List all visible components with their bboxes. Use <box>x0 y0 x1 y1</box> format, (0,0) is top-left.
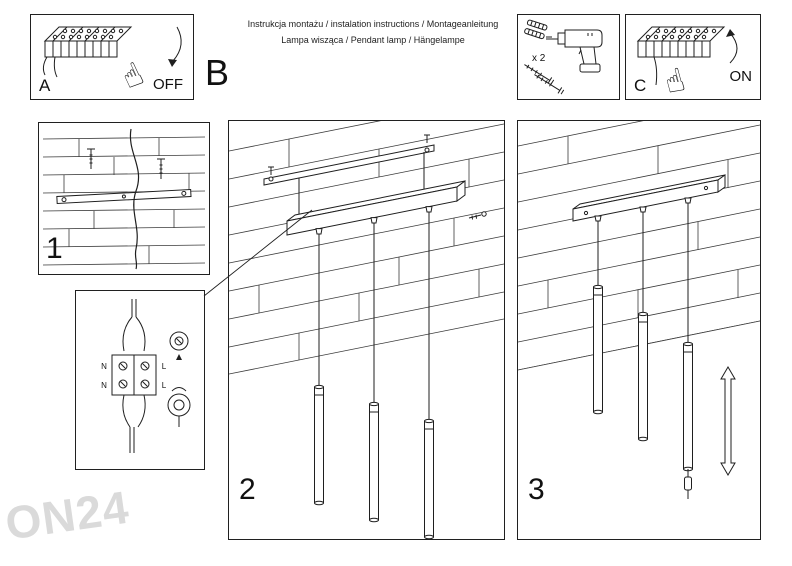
screws-quantity-label: x 2 <box>532 53 546 64</box>
power-cable <box>129 128 140 270</box>
section-b-label: B <box>205 52 230 93</box>
pendant-tubes <box>593 284 693 472</box>
panel-step-1: 1 <box>38 122 210 275</box>
height-adjust-arrow-icon <box>720 366 736 476</box>
canopy <box>572 174 726 222</box>
attachment-screw-icon <box>468 211 487 220</box>
wiring-cables <box>122 299 146 453</box>
screw-head-icon <box>169 331 189 360</box>
power-off-illustration: ☝ <box>42 26 182 96</box>
step-3-number: 3 <box>528 473 545 506</box>
hand-press-icon: ☝ <box>661 61 689 99</box>
tools-illustration: x 2 <box>524 19 603 95</box>
power-on-label: ON <box>729 68 753 85</box>
terminal-strip-icon <box>42 26 133 78</box>
power-off-label: OFF <box>153 76 183 93</box>
step-1-number: 1 <box>46 232 63 265</box>
screws-icon <box>524 64 565 95</box>
rotate-arrow-icon <box>168 26 182 67</box>
canopy <box>286 152 466 236</box>
hand-press-icon: ☝ <box>116 55 149 96</box>
title-line-1: Instrukcja montażu / instalation instruc… <box>247 19 499 29</box>
cord-grip-icon <box>167 387 191 427</box>
watermark: ON24 <box>2 480 133 550</box>
drill-icon <box>546 29 603 73</box>
terminal-label-l-top: L <box>162 362 167 371</box>
sheet-title: Instrukcja montażu / instalation instruc… <box>225 16 521 48</box>
terminal-block-icon <box>111 354 157 396</box>
wall-plugs-icon <box>524 19 548 40</box>
pendant-cords <box>318 212 430 421</box>
terminal-label-l-bottom: L <box>162 381 167 390</box>
step-2-illustration <box>229 121 504 539</box>
wiring-detail-illustration: N L N L <box>101 299 191 453</box>
mounting-rail <box>263 134 435 186</box>
ceiling-edge <box>229 318 504 375</box>
mounting-rail <box>56 188 192 205</box>
title-line-2: Lampa wisząca / Pendant lamp / Hängelamp… <box>281 35 465 45</box>
panel-power-off: ☝ A OFF <box>30 14 194 100</box>
panel-c-label: C <box>634 76 647 95</box>
pendant-cords <box>597 203 689 344</box>
terminal-label-n-top: N <box>101 362 107 371</box>
power-on-illustration: ☝ <box>636 26 738 99</box>
panel-step-2: 2 <box>228 120 505 540</box>
terminal-strip-icon <box>636 26 726 86</box>
pendant-tubes <box>314 384 434 539</box>
step-1-illustration <box>42 128 206 270</box>
panel-tools: x 2 <box>517 14 620 100</box>
step-2-number: 2 <box>239 473 256 506</box>
ceiling-screws-icon <box>87 148 165 179</box>
panel-wiring-detail: N L N L <box>75 290 205 470</box>
ceiling-planks <box>42 136 206 266</box>
rotate-arrow-icon <box>726 29 738 64</box>
panel-a-label: A <box>39 76 51 95</box>
panel-step-3: 3 <box>517 120 761 540</box>
terminal-label-n-bottom: N <box>101 381 107 390</box>
step-3-illustration <box>518 121 760 499</box>
cord-lock-icon <box>684 469 692 499</box>
panel-power-on: ☝ C ON <box>625 14 761 100</box>
